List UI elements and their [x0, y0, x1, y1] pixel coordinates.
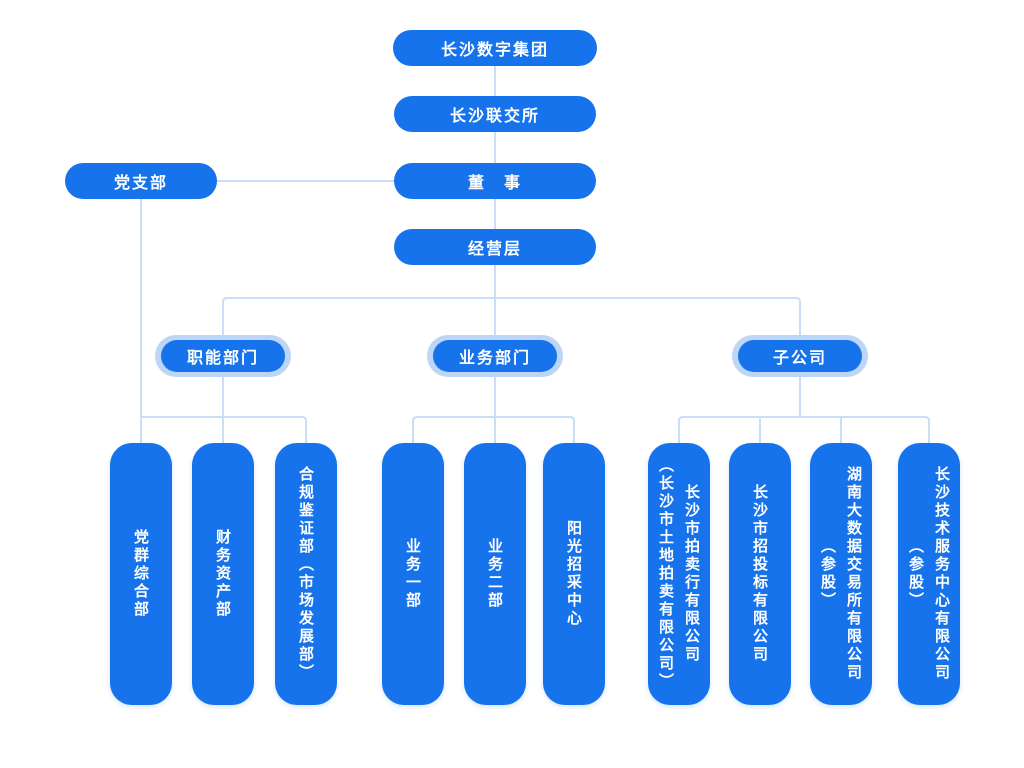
subsidiary-auction-company: 长沙市拍卖行有限公司 （长沙市土地拍卖有限公司）: [648, 443, 710, 705]
branch-business-departments: 业务部门: [427, 335, 563, 377]
node-exchange: 长沙联交所: [394, 96, 596, 132]
branch-subsidiaries-label: 子公司: [738, 340, 862, 372]
dept-label: 长沙市拍卖行有限公司 （长沙市土地拍卖有限公司）: [657, 457, 701, 691]
dept-label: 阳光招采中心: [565, 520, 583, 628]
dept-business-two: 业务二部: [464, 443, 526, 705]
subsidiary-bidding-company: 长沙市招投标有限公司: [729, 443, 791, 705]
dept-party-mass-comprehensive: 党群综合部: [110, 443, 172, 705]
node-management: 经营层: [394, 229, 596, 265]
dept-business-one: 业务一部: [382, 443, 444, 705]
dept-label: 湖南大数据交易所有限公司 （参股）: [819, 466, 863, 682]
dept-label: 长沙技术服务中心有限公司 （参股）: [907, 466, 951, 682]
branch-business-departments-label: 业务部门: [433, 340, 557, 372]
dept-label: 党群综合部: [132, 529, 150, 619]
branch-subsidiaries: 子公司: [732, 335, 868, 377]
branch-functional-departments: 职能部门: [155, 335, 291, 377]
dept-label: 财务资产部: [214, 529, 232, 619]
subsidiary-bigdata-exchange: 湖南大数据交易所有限公司 （参股）: [810, 443, 872, 705]
node-root-group: 长沙数字集团: [393, 30, 597, 66]
node-board: 董 事: [394, 163, 596, 199]
dept-finance-assets: 财务资产部: [192, 443, 254, 705]
dept-label: 长沙市招投标有限公司: [751, 484, 769, 664]
node-party-branch: 党支部: [65, 163, 217, 199]
dept-label: 业务二部: [486, 538, 504, 610]
branch-functional-departments-label: 职能部门: [161, 340, 285, 372]
subsidiary-tech-service-center: 长沙技术服务中心有限公司 （参股）: [898, 443, 960, 705]
dept-sunshine-procurement-center: 阳光招采中心: [543, 443, 605, 705]
dept-label: 业务一部: [404, 538, 422, 610]
dept-label: 合规鉴证部（市场发展部）: [297, 466, 315, 682]
dept-compliance-attestation: 合规鉴证部（市场发展部）: [275, 443, 337, 705]
